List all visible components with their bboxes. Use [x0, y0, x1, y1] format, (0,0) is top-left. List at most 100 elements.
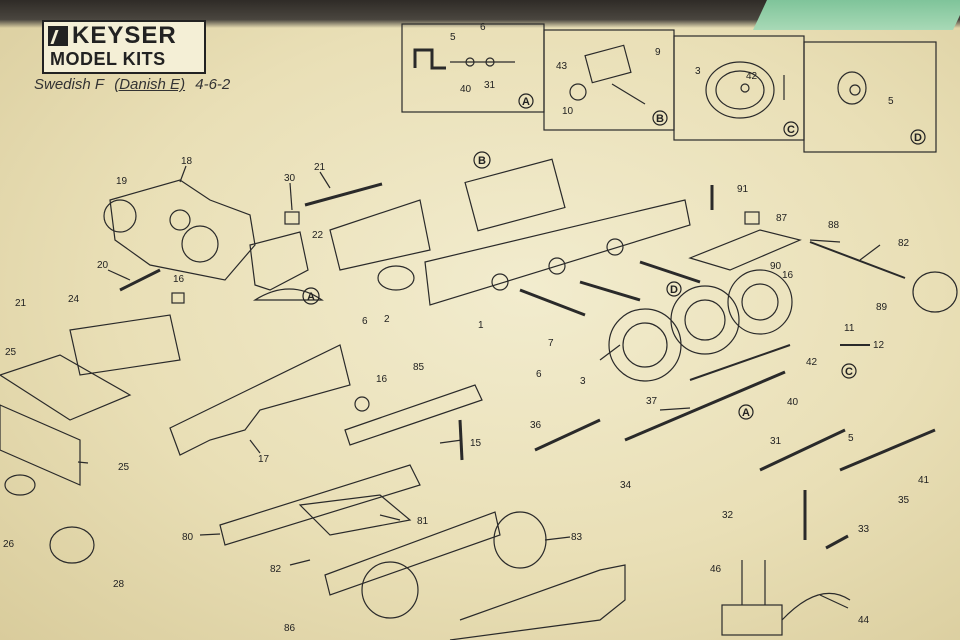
inset-d-box [803, 41, 937, 153]
motor-assembly-b [464, 158, 566, 232]
part-87-clip [744, 211, 760, 225]
driving-wheel-1-hub [622, 322, 668, 368]
label-7: 7 [548, 338, 554, 349]
label-85: 85 [413, 362, 425, 373]
boiler-front-part [109, 179, 256, 281]
label-17: 17 [258, 454, 270, 465]
part-41-rod [839, 428, 936, 472]
inset-c-wheel-inner [715, 70, 765, 110]
inset-a-label-40: 40 [460, 84, 472, 95]
label-2: 2 [384, 314, 390, 325]
part-22-block [249, 231, 309, 291]
part-25-plate [0, 404, 81, 486]
brand-subtitle: MODEL KITS [50, 49, 166, 69]
driving-wheel-3-hub [741, 283, 779, 321]
label-46: 46 [710, 564, 722, 575]
smokebox-door [103, 199, 137, 233]
wheel-arrangement: 4-6-2 [195, 76, 231, 93]
inset-b-label-10: 10 [562, 106, 574, 117]
part-31-rod [759, 428, 846, 472]
callout-b-label: B [478, 155, 486, 167]
label-11: 11 [844, 323, 855, 334]
label-89: 89 [876, 302, 888, 313]
label-21-top: 21 [314, 162, 326, 173]
label-15: 15 [470, 438, 482, 449]
label-80: 80 [182, 532, 194, 543]
driving-wheel-2 [670, 285, 740, 355]
label-24: 24 [68, 294, 80, 305]
label-19: 19 [116, 176, 128, 187]
part-36-rod [534, 418, 601, 452]
part-33-pin [825, 534, 849, 550]
label-30: 30 [284, 173, 296, 184]
label-28: 28 [113, 579, 125, 590]
label-18: 18 [181, 156, 193, 167]
label-41: 41 [918, 475, 930, 486]
inset-d-wheel [837, 71, 867, 105]
inset-d-label-5: 5 [888, 96, 894, 107]
part-80-frame [219, 464, 421, 546]
inset-b-block [584, 44, 632, 84]
inset-a-nut [465, 57, 475, 67]
part-16-washer [354, 396, 370, 412]
inset-b-gear [569, 83, 587, 101]
motor-unit-44 [721, 604, 783, 636]
label-90: 90 [770, 261, 782, 272]
driving-wheel-2-hub [684, 299, 726, 341]
part-81-plate [298, 494, 412, 536]
part-46-wires [741, 560, 766, 605]
label-87: 87 [776, 213, 788, 224]
inset-a-crank [413, 48, 446, 70]
boiler-ring [169, 209, 191, 231]
frame-bush-1 [491, 273, 509, 291]
inset-b-label-9: 9 [655, 47, 661, 58]
part-83-wheel [493, 511, 547, 569]
callout-d-label: D [670, 284, 678, 296]
label-1: 1 [478, 320, 484, 331]
bogie-frame [449, 564, 626, 640]
frame-plate-left [329, 199, 431, 271]
label-25-left: 25 [5, 347, 17, 358]
brand-name: KEYSER [72, 22, 177, 49]
label-37: 37 [646, 396, 658, 407]
label-3: 3 [580, 376, 586, 387]
axle-3 [639, 260, 701, 284]
part-17-side-frame [169, 344, 351, 456]
part-89-wheel [912, 271, 958, 313]
bogie-wheel [361, 561, 419, 619]
inset-b-shaft [611, 83, 646, 105]
callout-a2-label: A [742, 407, 750, 419]
inset-a-label: A [522, 96, 530, 108]
part-82-rod [809, 241, 906, 279]
label-40: 40 [787, 397, 799, 408]
wire-44 [781, 592, 851, 621]
inset-c-label-3: 3 [695, 66, 701, 77]
label-16-mid: 16 [376, 374, 388, 385]
driving-wheel-1 [608, 308, 682, 382]
keyser-logo: KEYSER MODEL KITS [42, 20, 206, 74]
inset-a-label-31: 31 [484, 80, 496, 91]
coupling-rod [689, 344, 791, 381]
part-16-nut [171, 292, 185, 304]
label-81: 81 [417, 516, 429, 527]
label-83: 83 [571, 532, 583, 543]
callout-c-label: C [845, 366, 853, 378]
frame-bush-3 [606, 238, 624, 256]
label-16-right: 16 [782, 270, 794, 281]
label-82-top: 82 [898, 238, 910, 249]
part-7-axle [519, 288, 586, 317]
part-20-rod [119, 268, 161, 292]
inset-b-label: B [656, 113, 664, 125]
model-title: Swedish F (Danish E) 4-6-2 [34, 76, 236, 93]
label-86: 86 [284, 623, 296, 634]
model-name: Swedish F [34, 76, 105, 93]
label-35: 35 [898, 495, 910, 506]
label-82-bottom: 82 [270, 564, 282, 575]
label-31: 31 [770, 436, 782, 447]
part-85-link [344, 384, 483, 446]
part-30-bush [284, 211, 300, 225]
keyser-logo-mark [48, 26, 68, 46]
part-88-bracket [688, 229, 802, 271]
